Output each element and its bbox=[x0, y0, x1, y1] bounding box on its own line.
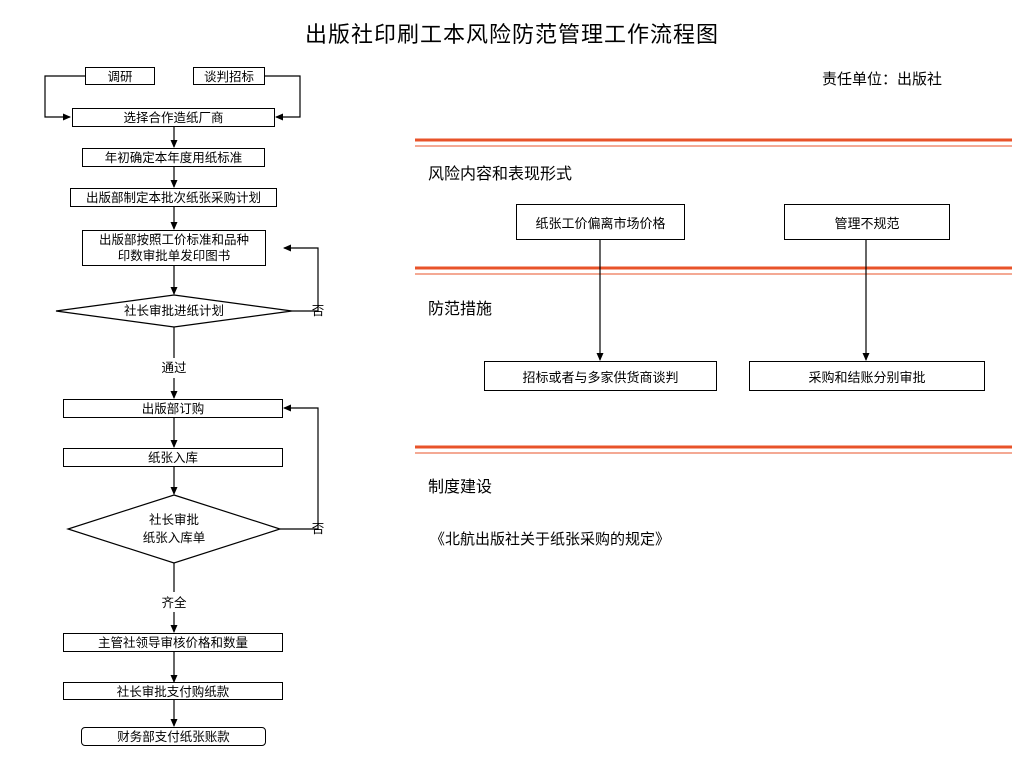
node-order: 出版部订购 bbox=[63, 399, 283, 418]
node-president-approve-payment: 社长审批支付购纸款 bbox=[63, 682, 283, 700]
decision-receipt-label-line2: 纸张入库单 bbox=[142, 530, 206, 545]
arrow-research-to-select bbox=[44, 75, 85, 121]
node-research: 调研 bbox=[85, 67, 155, 85]
risk-box-management: 管理不规范 bbox=[784, 204, 950, 240]
heading-system: 制度建设 bbox=[428, 477, 493, 496]
separator-risk bbox=[415, 138, 1012, 147]
node-print-order: 出版部按照工价标准和品种 印数审批单发印图书 bbox=[82, 230, 266, 266]
node-print-order-line2: 印数审批单发印图书 bbox=[117, 248, 231, 263]
measure-box-approval: 采购和结账分别审批 bbox=[749, 361, 985, 391]
decision-receipt-label-line1: 社长审批 bbox=[148, 512, 199, 527]
regulation-text: 《北航出版社关于纸张采购的规定》 bbox=[430, 530, 671, 548]
node-print-order-line1: 出版部按照工价标准和品种 bbox=[98, 232, 249, 247]
heading-measures: 防范措施 bbox=[428, 299, 493, 318]
label-pass: 通过 bbox=[161, 360, 187, 375]
responsibility-unit: 责任单位：出版社 bbox=[822, 70, 943, 88]
heading-risk: 风险内容和表现形式 bbox=[428, 164, 573, 183]
label-no-1: 否 bbox=[311, 303, 325, 318]
arrow-decision2-no-loop bbox=[280, 404, 319, 530]
separator-measures bbox=[415, 266, 1012, 275]
node-leader-review: 主管社领导审核价格和数量 bbox=[63, 633, 283, 652]
node-purchase-plan: 出版部制定本批次纸张采购计划 bbox=[70, 188, 277, 207]
label-no-2: 否 bbox=[311, 521, 325, 536]
arrow-decision1-no-loop bbox=[283, 244, 319, 312]
label-complete: 齐全 bbox=[161, 595, 187, 610]
risk-box-price: 纸张工价偏离市场价格 bbox=[516, 204, 685, 240]
node-select-supplier: 选择合作造纸厂商 bbox=[72, 108, 275, 127]
node-negotiate-tender: 谈判招标 bbox=[193, 67, 265, 85]
node-warehouse-in: 纸张入库 bbox=[63, 448, 283, 467]
decision-plan-label: 社长审批进纸计划 bbox=[123, 303, 224, 318]
separator-system bbox=[415, 445, 1012, 454]
node-annual-standard: 年初确定本年度用纸标准 bbox=[82, 148, 265, 167]
measure-box-tender: 招标或者与多家供货商谈判 bbox=[484, 361, 717, 391]
decision-diamond-receipt bbox=[66, 494, 282, 564]
page-title: 出版社印刷工本风险防范管理工作流程图 bbox=[304, 23, 719, 48]
arrow-tender-to-select bbox=[265, 75, 301, 121]
node-finance-pay: 财务部支付纸张账款 bbox=[81, 727, 266, 746]
